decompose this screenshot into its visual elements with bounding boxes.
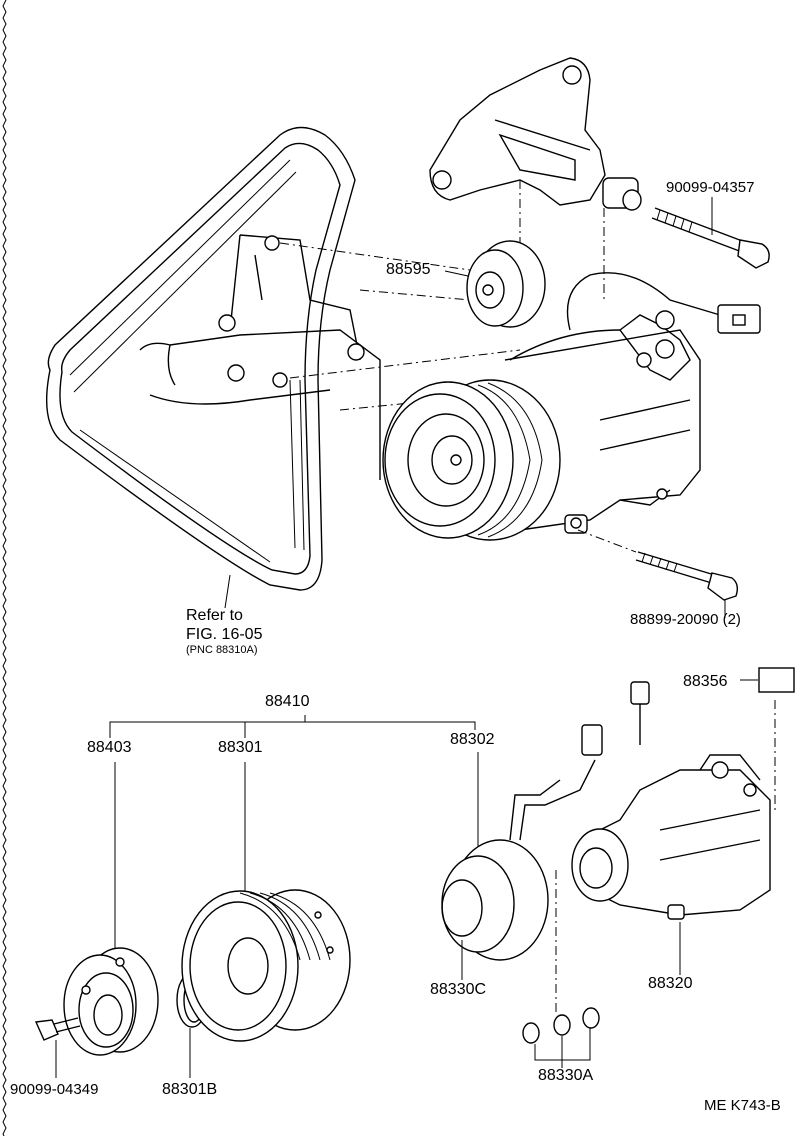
compressor-bottom [571,681,776,975]
compressor-top [382,310,701,541]
label-refer-pnc: (PNC 88310A) [186,644,258,656]
label-label-plate: 88356 [683,673,728,690]
shims [522,870,600,1068]
idler-pulley [444,240,546,328]
label-idler-pulley: 88595 [386,261,431,278]
label-assembly: 88410 [265,693,310,710]
pressure-plate [63,947,159,1056]
label-bolt-top: 90099-04357 [666,179,755,196]
label-pressure-plate: 88403 [87,739,132,756]
bolt-top [651,197,770,269]
figure-code: ME K743-B [704,1097,781,1114]
assembly-bracket [109,715,479,950]
label-snap-ring-c: 88330C [430,981,487,998]
bolt-clutch [34,1017,81,1078]
label-refer-fig: FIG. 16-05 [186,626,263,643]
label-plate [740,667,795,693]
label-bolt-bottom: 88899-20090 (2) [630,611,741,628]
torn-edge [2,0,7,1136]
drive-belt [45,126,356,591]
label-pulley: 88301 [218,739,263,756]
label-shims: 88330A [538,1067,594,1084]
label-field-coil: 88302 [450,731,495,748]
compressor-bracket [429,57,642,300]
refer-leader [224,574,231,609]
label-snap-ring-b: 88301B [162,1081,218,1098]
label-refer-to: Refer to [186,607,243,624]
pulley [181,889,351,1042]
connector-top [566,272,761,334]
label-compressor: 88320 [648,975,693,992]
field-coil [441,724,603,980]
label-bolt-clutch: 90099-04349 [10,1081,99,1098]
bolt-compressor-mount [577,529,739,618]
